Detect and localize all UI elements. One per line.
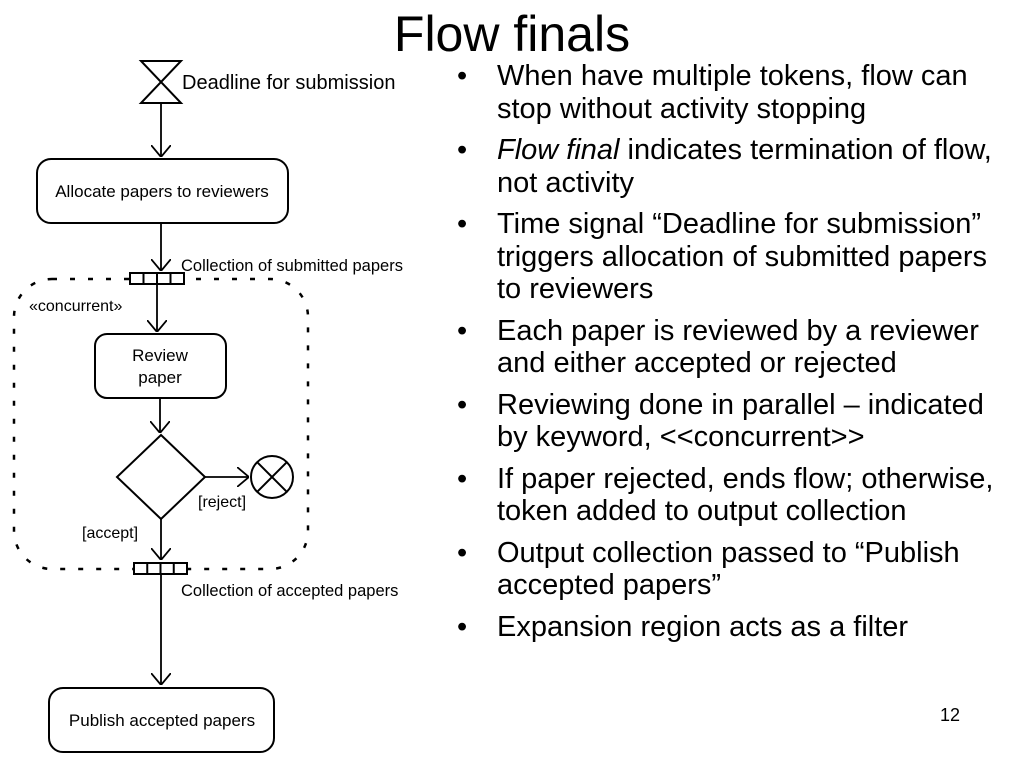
time-signal-icon [138, 60, 184, 104]
bullet-item: Time signal “Deadline for submission” tr… [455, 208, 1015, 306]
publish-action-label: Publish accepted papers [69, 711, 255, 730]
bullet-item: Each paper is reviewed by a reviewer and… [455, 315, 1015, 380]
bullet-item: When have multiple tokens, flow can stop… [455, 60, 1015, 125]
region-keyword: «concurrent» [29, 298, 122, 315]
review-action-label-2: paper [138, 368, 182, 387]
activity-diagram: Deadline for submission Allocate papers … [12, 60, 403, 753]
input-expansion-node [129, 272, 185, 285]
reject-guard: [reject] [198, 494, 246, 511]
bullet-item: Output collection passed to “Publish acc… [455, 537, 1015, 602]
output-expansion-node [133, 562, 188, 575]
bullet-item: Flow final indicates termination of flow… [455, 134, 1015, 199]
publish-action-node [48, 687, 275, 753]
review-action-label-1: Review [132, 346, 188, 365]
bullet-list: When have multiple tokens, flow can stop… [455, 60, 1015, 652]
bullet-emphasis: Flow final [497, 134, 620, 166]
allocate-action-label: Allocate papers to reviewers [55, 182, 269, 201]
input-pin-label: Collection of submitted papers [181, 257, 403, 275]
review-action-node [94, 333, 227, 399]
flow-final-icon [250, 455, 294, 499]
slide-title: Flow finals [393, 6, 631, 62]
output-pin-label: Collection of accepted papers [181, 582, 398, 600]
page-number: 12 [940, 705, 961, 725]
decision-node [115, 433, 207, 521]
allocate-action-node [36, 158, 289, 224]
bullet-item: Expansion region acts as a filter [455, 611, 1015, 644]
bullet-item: If paper rejected, ends flow; otherwise,… [455, 463, 1015, 528]
accept-guard: [accept] [82, 525, 138, 542]
time-signal-label: Deadline for submission [182, 72, 395, 94]
bullet-item: Reviewing done in parallel – indicated b… [455, 389, 1015, 454]
